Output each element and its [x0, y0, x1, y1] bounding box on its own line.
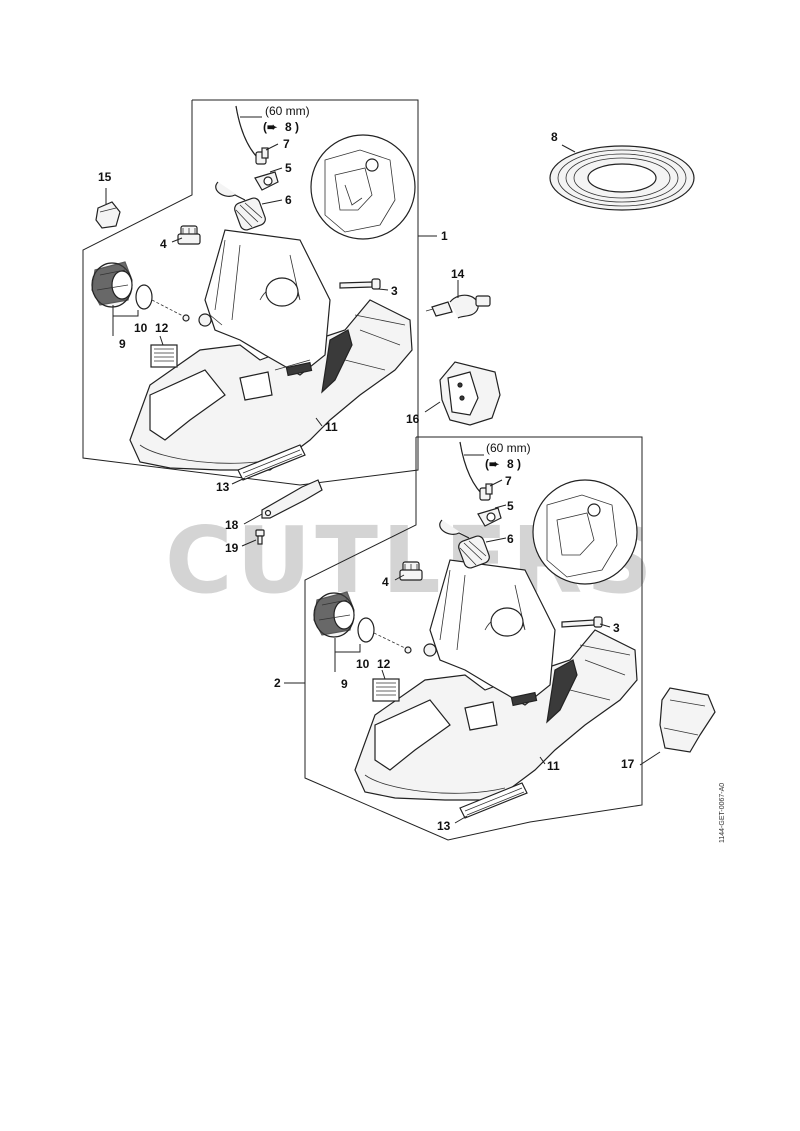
- hose-coil-8: 8: [549, 130, 695, 211]
- drawing-code: 1144-GET-0067-A0: [719, 783, 726, 843]
- ref-arrow-bottom: (➨: [485, 457, 500, 471]
- label-17: 17: [621, 757, 635, 771]
- fitting-7-top: [255, 147, 269, 165]
- fuel-filter-6-bottom: [439, 519, 490, 569]
- label-6-top: 6: [285, 193, 292, 207]
- strip-13-bottom: [459, 782, 528, 819]
- label-13-bottom: 13: [437, 819, 451, 833]
- label-1: 1: [441, 229, 448, 243]
- label-8: 8: [551, 130, 558, 144]
- part-15: [95, 201, 121, 229]
- label-13-top: 13: [216, 480, 230, 494]
- ref-note-bottom: 8 ): [507, 457, 521, 471]
- label-5-bottom: 5: [507, 499, 514, 513]
- screw-19: [255, 529, 265, 545]
- ref-arrow-top: (➨: [263, 120, 278, 134]
- label-7-top: 7: [283, 137, 290, 151]
- label-6-bottom: 6: [507, 532, 514, 546]
- label-5-top: 5: [285, 161, 292, 175]
- cover-17: [659, 687, 716, 753]
- label-19: 19: [225, 541, 239, 555]
- plug-4-bottom: [399, 561, 423, 581]
- label-9-top: 9: [119, 337, 126, 351]
- label-10-bottom: 10: [356, 657, 370, 671]
- label-7-bottom: 7: [505, 474, 512, 488]
- label-12-top-num: 12: [155, 321, 169, 335]
- label-3-top: 3: [391, 284, 398, 298]
- tank-cap-9-top: [91, 261, 133, 308]
- label-18: 18: [225, 518, 239, 532]
- detail-inset-bottom: [532, 479, 638, 585]
- assembly-top: (60 mm) (➨ 8 ) 7 5 6 4 1 3 14 15 10 9 12…: [82, 99, 501, 555]
- label-12-top: [150, 344, 178, 368]
- label-4-top: 4: [160, 237, 167, 251]
- label-10-top: 10: [134, 321, 148, 335]
- o-ring-10-bottom: [357, 617, 375, 643]
- label-11-bottom: 11: [547, 759, 560, 773]
- label-15: 15: [98, 170, 112, 184]
- fitting-7-bottom: [479, 483, 493, 501]
- pickup-body-5-bottom: [477, 507, 502, 527]
- bolt-3-top: [339, 278, 381, 290]
- label-16: 16: [406, 412, 420, 426]
- assembly-top-frame: [82, 99, 419, 486]
- assembly-bottom-frame: [304, 436, 643, 841]
- label-12-bottom-num: 12: [377, 657, 391, 671]
- label-12-bottom: [372, 678, 400, 702]
- fitting-14: [425, 294, 491, 319]
- label-3-bottom: 3: [613, 621, 620, 635]
- cover-16: [439, 361, 501, 426]
- label-14: 14: [451, 267, 465, 281]
- pickup-body-5-top: [254, 171, 279, 191]
- bolt-3-bottom: [561, 616, 603, 628]
- length-note-top: (60 mm): [265, 104, 310, 118]
- strip-13-top: [237, 444, 306, 481]
- length-note-bottom: (60 mm): [486, 441, 531, 455]
- label-4-bottom: 4: [382, 575, 389, 589]
- plug-4-top: [177, 225, 201, 245]
- label-9-bottom: 9: [341, 677, 348, 691]
- label-2: 2: [274, 676, 281, 690]
- tank-cap-9-bottom: [313, 591, 355, 638]
- fuel-filter-6-top: [215, 181, 266, 231]
- tank-housing-bottom: [354, 559, 638, 801]
- ref-note-top: 8 ): [285, 120, 299, 134]
- assembly-bottom: (60 mm) (➨ 8 ) 7 5 6 4 3 2 10 9 12 11 17…: [274, 436, 716, 841]
- label-11-top: 11: [325, 420, 338, 434]
- detail-inset-top: [310, 134, 416, 240]
- bracket-18: [261, 479, 323, 519]
- tank-housing-top: [129, 229, 413, 471]
- o-ring-10-top: [135, 284, 153, 310]
